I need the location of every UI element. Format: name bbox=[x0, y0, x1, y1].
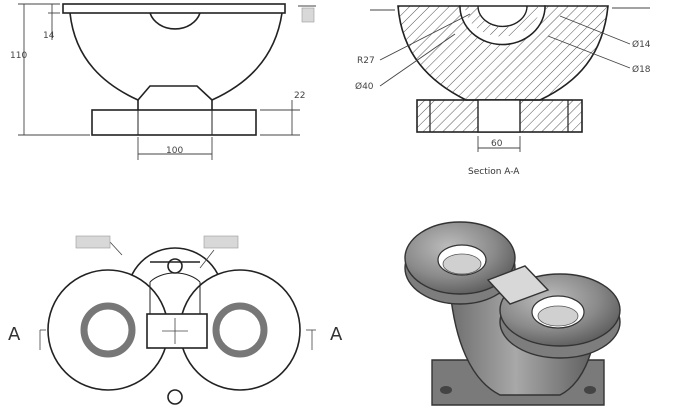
dim-wall-label: 14 bbox=[43, 31, 55, 41]
front-note-tag bbox=[301, 7, 315, 23]
top-small-hole bbox=[167, 258, 183, 274]
section-mark-right: A bbox=[330, 324, 343, 345]
front-dimensions bbox=[18, 3, 316, 160]
dim-height-label: 110 bbox=[10, 51, 27, 61]
isometric-render bbox=[404, 221, 621, 406]
dim-d14-label: Ø14 bbox=[632, 39, 651, 50]
section-view bbox=[370, 5, 650, 152]
bottom-small-hole bbox=[167, 389, 183, 405]
front-base bbox=[91, 109, 257, 136]
top-right-ring bbox=[212, 302, 268, 358]
dim-d40-label: Ø40 bbox=[355, 81, 374, 92]
dim-bore-label: 60 bbox=[491, 139, 503, 149]
front-bowl-outline bbox=[69, 12, 283, 101]
dim-base-width-label: 100 bbox=[166, 146, 183, 156]
section-mark-left: A bbox=[8, 324, 21, 345]
top-centerlines bbox=[39, 241, 316, 350]
dim-base-thickness-label: 22 bbox=[294, 91, 305, 101]
front-top-plate bbox=[62, 3, 286, 14]
front-view bbox=[62, 3, 286, 136]
top-note-tag-left bbox=[75, 235, 111, 249]
top-left-ring bbox=[80, 302, 136, 358]
top-view bbox=[47, 247, 301, 405]
render-bridge bbox=[486, 265, 550, 305]
dim-r27-label: R27 bbox=[357, 56, 375, 66]
top-note-tag-right bbox=[203, 235, 239, 249]
section-bore bbox=[477, 99, 521, 133]
dim-d18-label: Ø18 bbox=[632, 64, 651, 75]
front-saddle-cut bbox=[149, 12, 201, 30]
section-caption: Section A-A bbox=[468, 167, 520, 177]
